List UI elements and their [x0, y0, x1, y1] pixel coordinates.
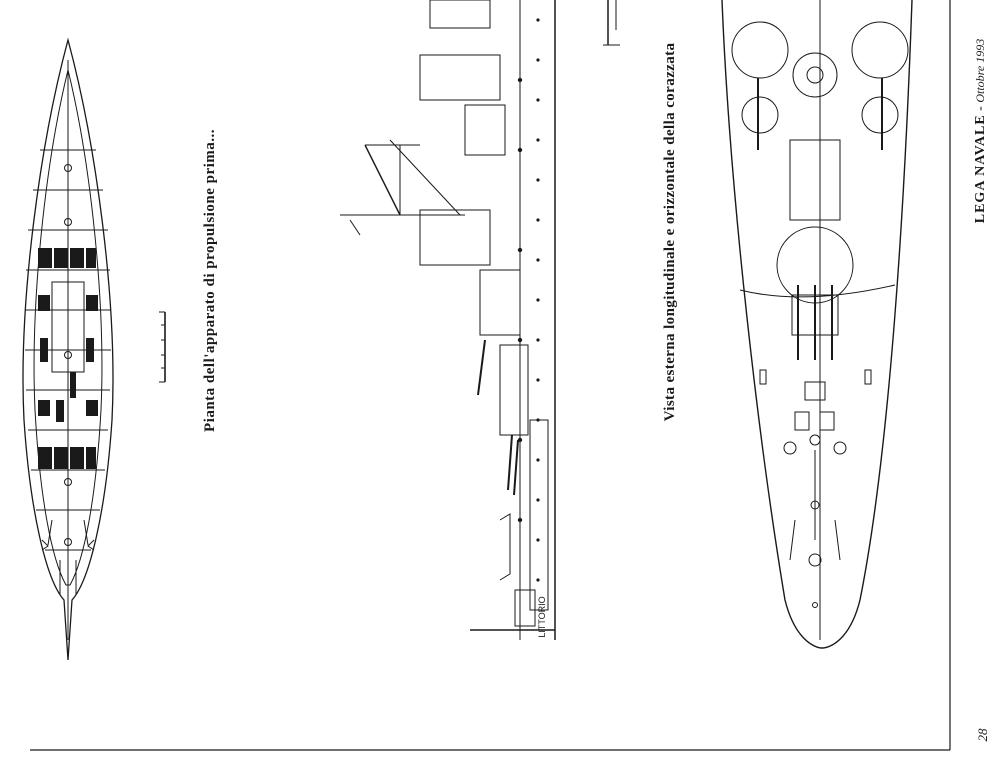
caption-propulsion-plan: Pianta dell'apparato di propulsione prim…	[202, 128, 218, 432]
footer-magazine: LEGA NAVALE - Ottobre 1993	[969, 0, 991, 281]
caption-battleship-views: Vista esterna longitudinale e orizzontal…	[662, 42, 678, 422]
longitudinal-view-drawing	[340, 0, 556, 640]
scale-bar-propulsion	[159, 311, 166, 383]
horizontal-view-drawing	[721, 0, 913, 649]
footer-separator: -	[973, 102, 988, 115]
issue-date: Ottobre 1993	[973, 38, 987, 103]
propulsion-plan-drawing	[22, 37, 114, 661]
magazine-name: LEGA NAVALE	[973, 114, 988, 224]
page-number: 28	[975, 728, 990, 742]
scale-bar-longitudinal	[603, 0, 620, 46]
stern-marking: LITTORIO	[537, 596, 547, 638]
